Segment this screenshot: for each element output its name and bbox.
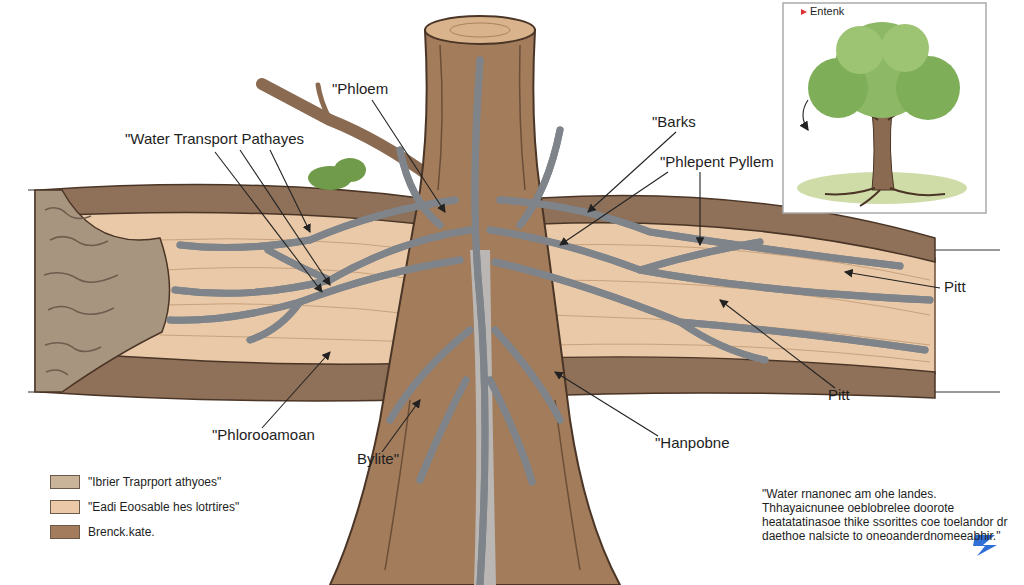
texture-stroke	[50, 237, 108, 246]
part-label: Entenk	[810, 5, 844, 18]
canopy	[808, 22, 960, 120]
red-marker	[801, 9, 807, 15]
leader-lines	[215, 100, 940, 452]
root	[890, 188, 945, 195]
root	[825, 188, 875, 194]
shrub-blob	[334, 158, 366, 182]
grain-line	[160, 335, 420, 342]
growth-ring	[450, 23, 510, 37]
leader-line	[270, 150, 310, 232]
texture-stroke	[45, 343, 101, 352]
leader-line	[560, 172, 668, 245]
inset-frame	[783, 3, 986, 213]
note-text: "Water rnanonec am ohe landes. Thhayaicn…	[762, 487, 1012, 543]
trunk-top	[425, 16, 535, 44]
cycle-arrow	[803, 100, 808, 130]
inset	[783, 3, 986, 213]
part-label: Pitt	[828, 386, 850, 404]
legend-text: "Ibrier Traprport athyoes"	[88, 473, 221, 491]
part-label: Pitt	[944, 278, 966, 296]
part-label: "Hanpobne	[655, 434, 730, 452]
canopy-blob	[836, 26, 884, 74]
bark-line	[385, 400, 410, 570]
leader-line	[845, 272, 940, 288]
leader-line	[215, 152, 322, 292]
texture-stroke	[48, 306, 114, 314]
part-label: "Phlepent Pyllem	[660, 153, 774, 171]
part-label: "Barks	[652, 113, 696, 131]
texture-stroke	[45, 208, 91, 219]
leader-line	[382, 400, 420, 452]
root	[860, 190, 880, 206]
twig	[318, 85, 330, 120]
legend-swatch	[50, 475, 80, 489]
part-label: "Phloem	[332, 80, 388, 98]
leader-line	[720, 300, 835, 388]
texture-stroke	[46, 370, 68, 375]
legend-swatch	[50, 500, 80, 514]
part-label: "Water Transport Pathayes	[125, 130, 304, 148]
bark-line	[438, 45, 442, 190]
leader-line	[262, 352, 330, 428]
shrub	[308, 158, 366, 190]
leader-line	[555, 372, 658, 436]
leader-line	[699, 172, 700, 245]
texture-stroke	[44, 273, 118, 282]
canopy-blob	[881, 24, 929, 72]
bark-line	[555, 400, 580, 570]
log-end-face	[35, 190, 170, 392]
legend-swatch	[50, 525, 80, 539]
leader-line	[372, 100, 445, 212]
legend-text: "Eadi Eoosable hes lotrtires"	[88, 498, 239, 516]
dimension-line	[930, 250, 1000, 251]
inset-trunk	[872, 110, 894, 190]
part-label: Bylite"	[357, 450, 399, 468]
bark-texture	[44, 208, 118, 375]
part-label: "Phlorooamoan	[212, 426, 315, 444]
leader-line	[588, 132, 676, 212]
bark-line	[520, 45, 525, 190]
legend-text: Brenck.kate.	[88, 523, 155, 541]
leader-line	[240, 150, 330, 285]
